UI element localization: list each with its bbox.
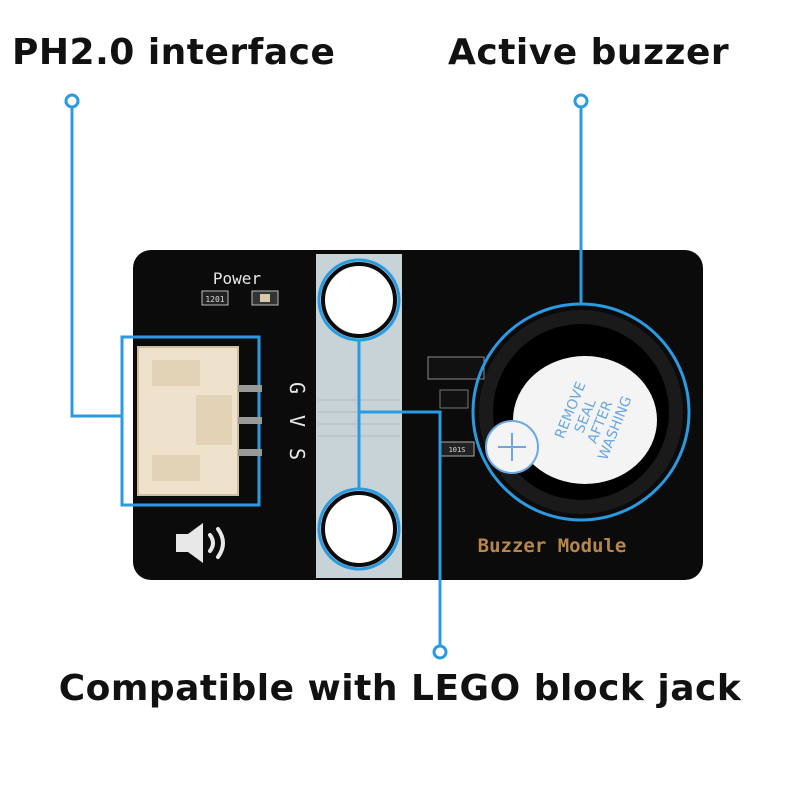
power-label: Power	[213, 269, 262, 288]
pin-label-g: G	[285, 382, 309, 394]
active-buzzer-callout: Active buzzer	[448, 32, 730, 73]
ph2-interface-callout: PH2.0 interface	[12, 32, 336, 73]
lego-hole-top	[321, 262, 397, 338]
ph2-callout-line	[70, 108, 122, 418]
module-name: Buzzer Module	[478, 535, 627, 557]
svg-text:1201: 1201	[205, 295, 224, 304]
transistor	[427, 356, 485, 380]
lego-callout-dot	[432, 644, 448, 660]
ph2-callout-dot	[64, 93, 80, 109]
speaker-icon	[176, 523, 203, 563]
pin-label-s: S	[285, 448, 309, 460]
lego-jack-callout: Compatible with LEGO block jack	[58, 668, 742, 709]
resistor	[201, 290, 229, 306]
svg-text:101S: 101S	[449, 446, 466, 454]
buzzer-callout-dot	[573, 93, 589, 109]
lego-callout-line	[359, 410, 442, 645]
lego-hole-bottom	[321, 491, 397, 567]
pin-label-v: V	[285, 415, 309, 427]
buzzer-sticker	[513, 356, 657, 484]
